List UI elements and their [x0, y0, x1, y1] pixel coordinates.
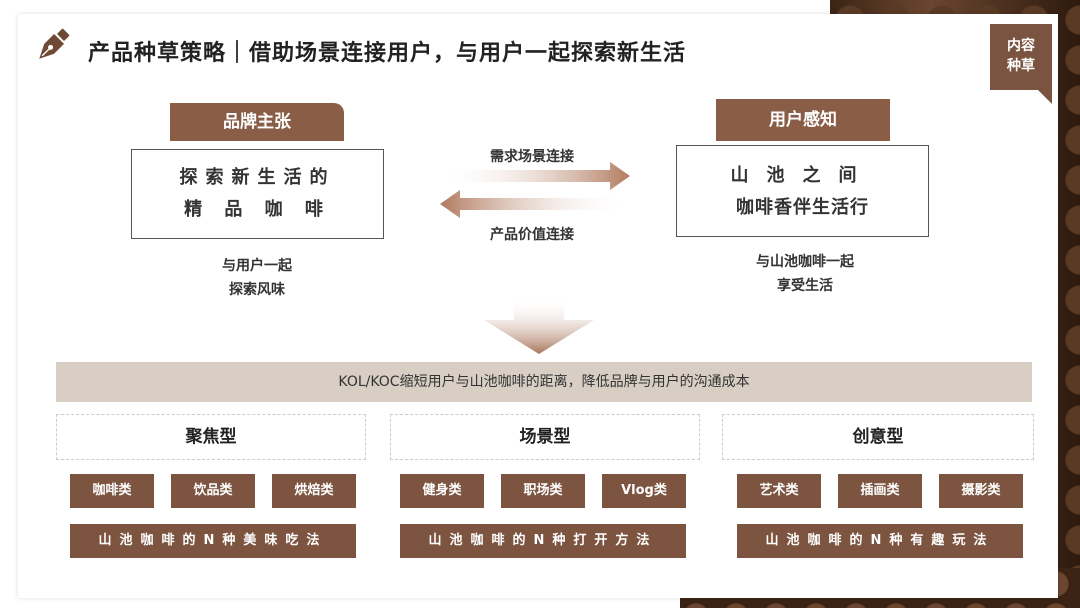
down-arrow-icon [484, 298, 594, 354]
category-item: 烘焙类 [272, 474, 356, 508]
category-item: 摄影类 [939, 474, 1023, 508]
brand-sub2: 探索风味 [195, 278, 319, 302]
page-title: 产品种草策略｜借助场景连接用户，与用户一起探索新生活 [88, 35, 686, 67]
category-title: 聚焦型 [56, 414, 366, 460]
category-item: 插画类 [838, 474, 922, 508]
user-line1: 山池之间 [677, 160, 928, 192]
category-item: 健身类 [400, 474, 484, 508]
category-item: 咖啡类 [70, 474, 154, 508]
corner-tag-line1: 内容 [990, 36, 1052, 56]
category-title: 创意型 [722, 414, 1034, 460]
category-bottom-banner: 山池咖啡的N种美味吃法 [70, 524, 356, 558]
user-sub1: 与山池咖啡一起 [725, 250, 885, 274]
category-title: 场景型 [390, 414, 700, 460]
corner-tag: 内容 种草 [990, 24, 1052, 90]
corner-tag-line2: 种草 [990, 56, 1052, 76]
pen-nib-icon [30, 24, 74, 68]
user-box: 山池之间 咖啡香伴生活行 [676, 145, 929, 237]
user-sub2: 享受生活 [725, 274, 885, 298]
brand-line2: 精 品 咖 啡 [132, 194, 383, 226]
user-tag: 用户感知 [716, 99, 890, 141]
kol-banner: KOL/KOC缩短用户与山池咖啡的距离，降低品牌与用户的沟通成本 [56, 362, 1032, 402]
category-item: 职场类 [501, 474, 585, 508]
brand-box: 探索新生活的 精 品 咖 啡 [131, 149, 384, 239]
brand-sub1: 与用户一起 [195, 254, 319, 278]
category-item: 饮品类 [171, 474, 255, 508]
brand-line1: 探索新生活的 [132, 162, 383, 194]
value-connection-label: 产品价值连接 [490, 224, 574, 244]
category-item: 艺术类 [737, 474, 821, 508]
brand-subtext: 与用户一起 探索风味 [195, 254, 319, 302]
category-bottom-banner: 山池咖啡的N种有趣玩法 [737, 524, 1023, 558]
user-line2: 咖啡香伴生活行 [677, 192, 928, 224]
category-bottom-banner: 山池咖啡的N种打开方法 [400, 524, 686, 558]
brand-tag: 品牌主张 [170, 103, 344, 141]
category-item: Vlog类 [602, 474, 686, 508]
user-subtext: 与山池咖啡一起 享受生活 [725, 250, 885, 298]
bidirectional-arrows-icon [440, 162, 630, 218]
